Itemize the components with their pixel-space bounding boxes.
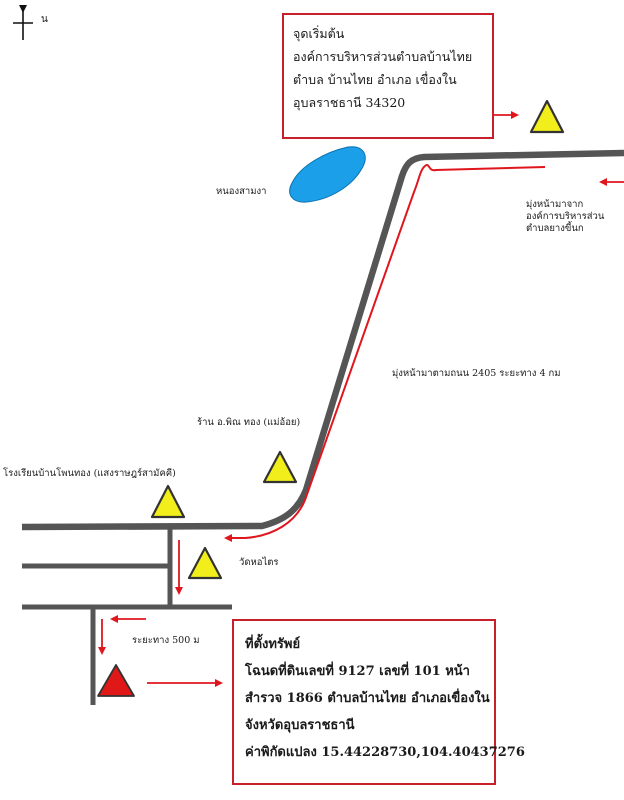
start-box-line: อุบลราชธานี 34320 <box>293 95 406 110</box>
start-point-box: จุดเริ่มต้น องค์การบริหารส่วนตำบลบ้านไทย… <box>282 13 494 139</box>
from-label-line3: ตำบลยางขี้นก <box>526 223 584 234</box>
property-red-triangle-icon <box>97 664 135 697</box>
start-box-line: ตำบล บ้านไทย อำเภอ เขื่องใน <box>293 72 457 87</box>
from-label-line2: องค์การบริหารส่วน <box>526 211 605 222</box>
pond-shape <box>289 146 366 203</box>
property-box-line: จังหวัดอุบลราชธานี <box>245 718 355 733</box>
landmark-start-triangle-icon <box>529 99 565 134</box>
property-box-title: ที่ตั้งทรัพย์ <box>245 637 301 652</box>
landmark-shop-triangle-icon <box>262 450 298 484</box>
from-label-line1: มุ่งหน้ามาจาก <box>526 199 584 210</box>
north-label: น <box>41 14 48 25</box>
start-box-line: องค์การบริหารส่วนตำบลบ้านไทย <box>293 49 473 64</box>
school-label: โรงเรียนบ้านโพนทอง (แสงราษฎร์สามัคคี) <box>3 468 176 479</box>
property-box-line: สำรวจ 1866 ตำบลบ้านไทย อำเภอเขื่องใน <box>245 691 490 706</box>
start-box-title: จุดเริ่มต้น <box>293 26 345 41</box>
temple-label: วัดหอไตร <box>239 557 279 568</box>
landmark-school-triangle-icon <box>150 484 186 519</box>
pond-label: หนองสามงา <box>216 186 267 197</box>
road-direction-label: มุ่งหน้ามาตามถนน 2405 ระยะทาง 4 กม <box>392 368 561 379</box>
north-arrow-icon <box>13 5 33 40</box>
property-location-box: ที่ตั้งทรัพย์ โฉนดที่ดินเลขที่ 9127 เลขท… <box>232 619 525 785</box>
property-box-line: โฉนดที่ดินเลขที่ 9127 เลขที่ 101 หน้า <box>245 664 470 679</box>
landmark-temple-triangle-icon <box>187 546 223 580</box>
shop-label: ร้าน อ.พิณ ทอง (แม่อ้อย) <box>197 417 301 428</box>
distance-label: ระยะทาง 500 ม <box>132 635 200 646</box>
route-line <box>224 164 546 542</box>
property-box-line: ค่าพิกัดแปลง 15.44228730,104.40437276 <box>245 745 525 760</box>
main-road <box>21 149 624 531</box>
